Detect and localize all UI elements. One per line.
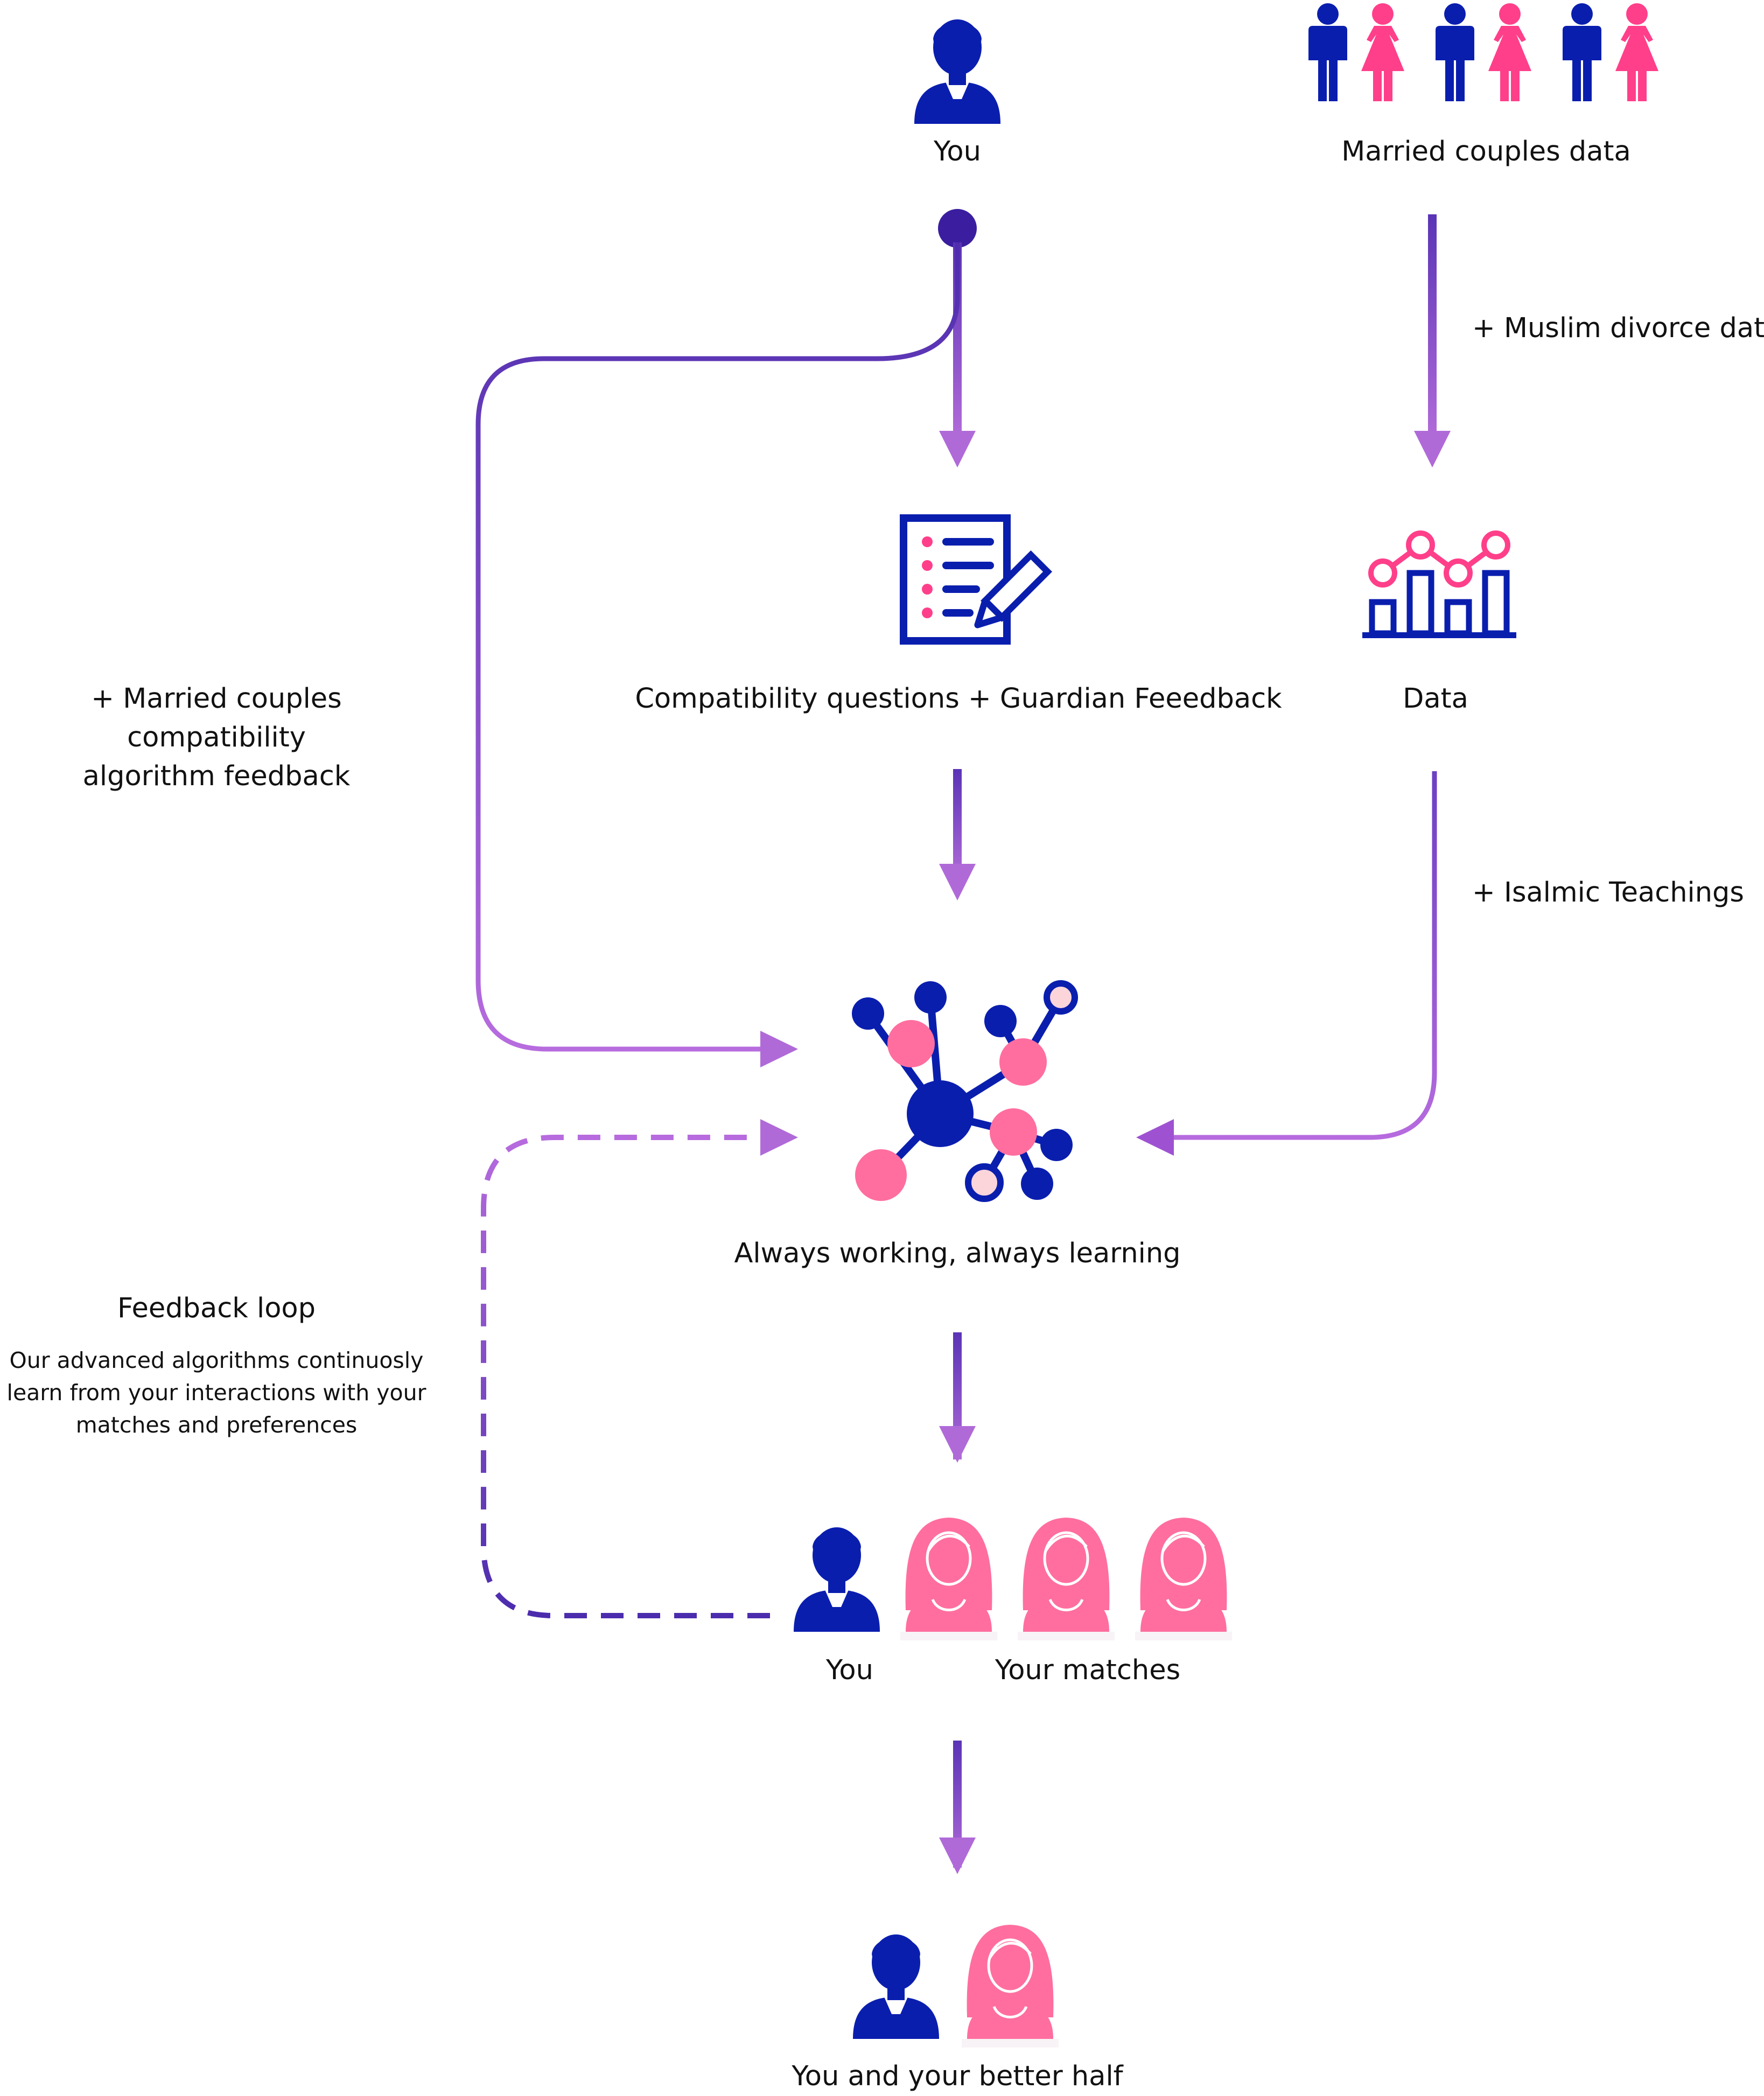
- arrow-head-right-curve: [1136, 1119, 1174, 1156]
- man-avatar-icon: [793, 1526, 881, 1633]
- label-you-top: You: [934, 136, 981, 167]
- woman-avatar-icon: [1135, 1518, 1232, 1640]
- arrow-couples-to-data: [1414, 214, 1451, 467]
- checklist-pencil-icon: [900, 514, 1053, 645]
- woman-avatar-icon: [900, 1518, 997, 1640]
- label-married-feedback: + Married couples compatibility algorith…: [0, 680, 433, 796]
- label-islamic-teachings: + Isalmic Teachings: [1472, 877, 1744, 909]
- label-muslim-divorce-data: + Muslim divorce data: [1472, 312, 1764, 344]
- arrow-head-feedback-loop: [760, 1119, 798, 1156]
- label-data: Data: [1403, 683, 1468, 715]
- feedback-desc-line-3: matches and preferences: [75, 1412, 358, 1438]
- couples-group-icon: [1308, 3, 1658, 101]
- label-you-bottom: You: [826, 1654, 873, 1686]
- man-avatar-icon: [913, 18, 1002, 125]
- label-compatibility-questions: Compatibility questions + Guardian Feeed…: [635, 683, 1282, 715]
- connector-islamic-teachings: [1165, 771, 1437, 1140]
- arrow-questions-to-network: [939, 769, 976, 900]
- married-feedback-line-2: algorithm feedback: [82, 760, 351, 792]
- arrow-network-to-matches: [939, 1332, 976, 1463]
- feedback-desc-line-1: Our advanced algorithms continuosly: [9, 1347, 424, 1373]
- couple-avatars-icon: [852, 1925, 1059, 2048]
- arrow-matches-to-better-half: [939, 1741, 976, 1874]
- married-feedback-line-1: + Married couples compatibility: [91, 683, 342, 753]
- feedback-desc-line-2: learn from your interactions with your: [6, 1380, 426, 1406]
- label-your-matches: Your matches: [995, 1654, 1181, 1686]
- start-dot: [938, 209, 977, 248]
- feedback-loop-title: Feedback loop: [117, 1292, 316, 1324]
- arrow-head-left-loop: [760, 1031, 798, 1067]
- label-always-learning: Always working, always learning: [734, 1238, 1181, 1269]
- bar-line-chart-icon: [1362, 530, 1516, 638]
- connector-feedback-loop: [481, 1135, 770, 1618]
- connector-married-feedback: [475, 242, 960, 1052]
- network-nodes-icon: [852, 980, 1078, 1202]
- label-better-half: You and your better half: [792, 2060, 1123, 2092]
- woman-avatar-icon: [1018, 1518, 1115, 1640]
- feedback-loop-description: Our advanced algorithms continuosly lear…: [0, 1344, 433, 1441]
- label-married-couples-data: Married couples data: [1341, 136, 1631, 167]
